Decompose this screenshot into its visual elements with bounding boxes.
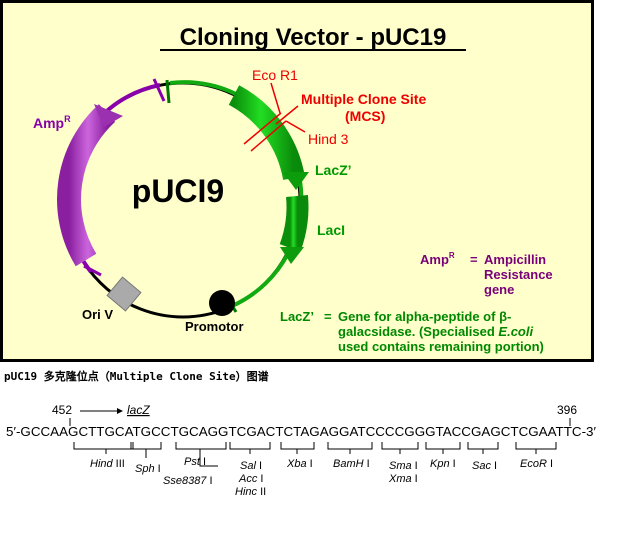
vector-diagram: Cloning Vector - pUC19 pUCI9 Eco R1 Mult… <box>0 0 594 362</box>
mcs-sequence-map: 452 lacZ 396 5′-GCCAAGCTTGCATGCCTGCAGGTC… <box>6 403 597 498</box>
site-ecor1: EcoR I <box>520 458 553 470</box>
pos-right: 396 <box>557 403 577 417</box>
site-sal1: Sal I <box>240 460 262 472</box>
label-ecor1: Eco R1 <box>252 67 298 83</box>
legend-lacz-def-3: used contains remaining portion) <box>338 339 544 354</box>
site-acc1: Acc I <box>238 473 263 485</box>
legend-lacz-def-1: Gene for alpha-peptide of β- <box>338 309 511 324</box>
ampr-arrow-head <box>94 104 123 127</box>
hind3-marker <box>250 120 287 152</box>
label-mcs: Multiple Clone Site <box>301 91 426 107</box>
site-bamh1: BamH I <box>333 458 370 470</box>
pos-left: 452 <box>52 403 72 417</box>
lacz-arrow-head <box>117 408 123 414</box>
site-pst1: Pst I <box>184 456 206 468</box>
legend-amp-def-1: Ampicillin <box>484 252 546 267</box>
site-sse8387: Sse8387 I <box>163 475 213 487</box>
legend-amp-def-2: Resistance <box>484 267 553 282</box>
ampr-tick-top <box>152 78 166 102</box>
site-xma1: Xma I <box>388 473 418 485</box>
site-hinc2: Hinc II <box>235 486 266 498</box>
label-promotor: Promotor <box>185 319 244 334</box>
label-ampr: AmpR <box>33 114 71 131</box>
label-laczprime: LacZ’ <box>315 162 352 178</box>
hind3-leader <box>285 120 306 133</box>
ori-marker <box>106 276 142 312</box>
lac-tick-top <box>165 79 171 104</box>
legend-lacz-def-2: galacsidase. (Specialised E.coli <box>338 324 533 339</box>
plasmid-name: pUCI9 <box>132 173 224 209</box>
site-sac1: Sac I <box>472 460 497 472</box>
mcs-leader <box>275 105 299 125</box>
laczprime-gene-band <box>228 85 305 181</box>
ecor1-leader <box>270 82 281 114</box>
site-sma1: Sma I <box>389 460 418 472</box>
mcs-caption: pUC19 多克隆位点（Multiple Clone Site）图谱 <box>4 370 269 383</box>
promotor-marker <box>209 290 235 316</box>
laczprime-arrow-head <box>283 172 309 190</box>
site-hind3: Hind III <box>90 458 125 470</box>
laci-gene-band <box>279 194 309 252</box>
site-brackets <box>73 442 557 467</box>
legend-amp-key: AmpR <box>420 251 455 267</box>
ecor1-marker <box>243 112 282 145</box>
legend-amp-eq: = <box>470 252 478 267</box>
label-hind3: Hind 3 <box>308 131 349 147</box>
ampr-tick-bottom <box>83 264 102 277</box>
diagram-title: Cloning Vector - pUC19 <box>180 24 447 51</box>
lacz-label: lacZ <box>127 403 150 417</box>
site-kpn1: Kpn I <box>430 458 456 470</box>
legend-amp-def-3: gene <box>484 282 514 297</box>
site-xba1: Xba I <box>286 458 313 470</box>
legend-lacz-eq: = <box>324 309 332 324</box>
label-mcs-abbr: (MCS) <box>345 108 385 124</box>
mcs-sequence: 5′-GCCAAGCTTGCATGCCTGCAGGTCGACTCTAGAGGAT… <box>6 425 597 439</box>
site-sph1: Sph I <box>135 463 161 475</box>
label-ori: Ori V <box>82 307 113 322</box>
legend-lacz-key: LacZ’ <box>280 309 314 324</box>
label-laci: LacI <box>317 222 345 238</box>
ampr-gene-band <box>57 104 116 267</box>
laci-arrow-head <box>280 247 304 264</box>
